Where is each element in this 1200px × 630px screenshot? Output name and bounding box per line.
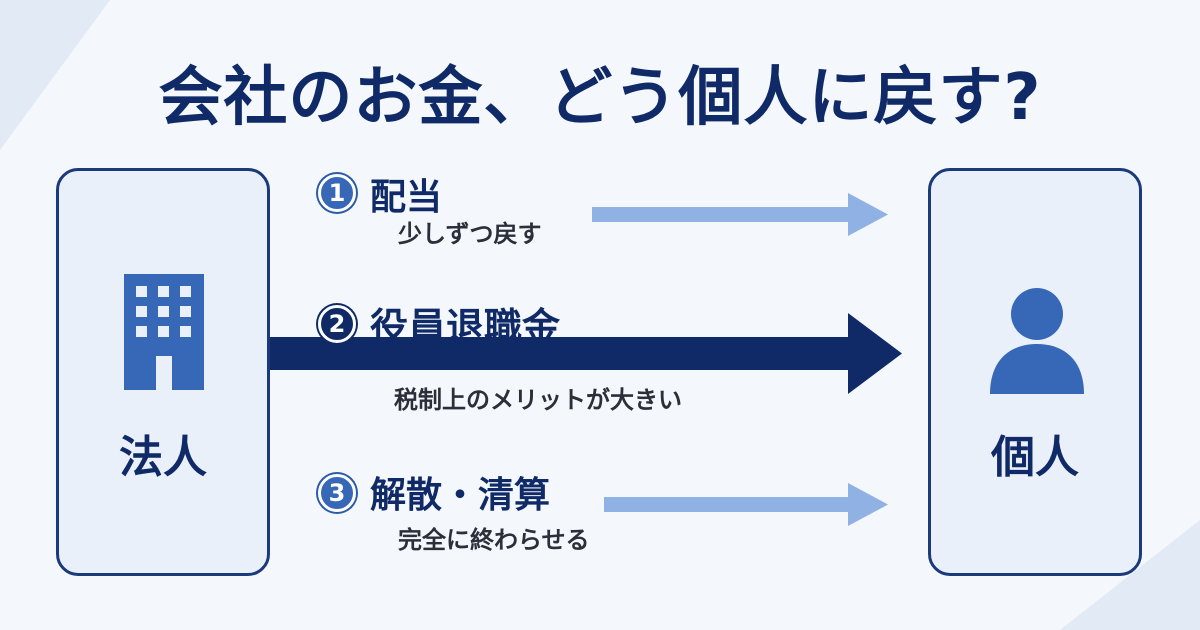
step-2-subtitle: 税制上のメリットが大きい	[394, 386, 682, 414]
individual-label: 個人	[991, 432, 1079, 483]
building-icon	[124, 274, 204, 390]
corporation-label: 法人	[119, 432, 207, 483]
step-1-number-badge: 1	[318, 174, 356, 212]
arrow-step-3	[604, 483, 888, 526]
background-corner-top-left	[0, 0, 110, 150]
arrow-step-2	[270, 313, 902, 394]
step-3-number-badge: 3	[318, 474, 356, 512]
arrow-step-1	[592, 193, 888, 236]
step-1-subtitle: 少しずつ戻す	[398, 220, 542, 248]
corporation-box: 法人	[56, 168, 270, 576]
step-3-title: 解散・清算	[370, 475, 551, 516]
step-1-title: 配当	[370, 177, 443, 218]
step-2-title: 役員退職金	[370, 305, 561, 349]
step-2-number-badge: 2	[318, 305, 356, 343]
page-title: 会社のお金、どう個人に戻す?	[158, 61, 1042, 135]
step-3-subtitle: 完全に終わらせる	[398, 526, 590, 554]
person-icon	[990, 288, 1084, 394]
